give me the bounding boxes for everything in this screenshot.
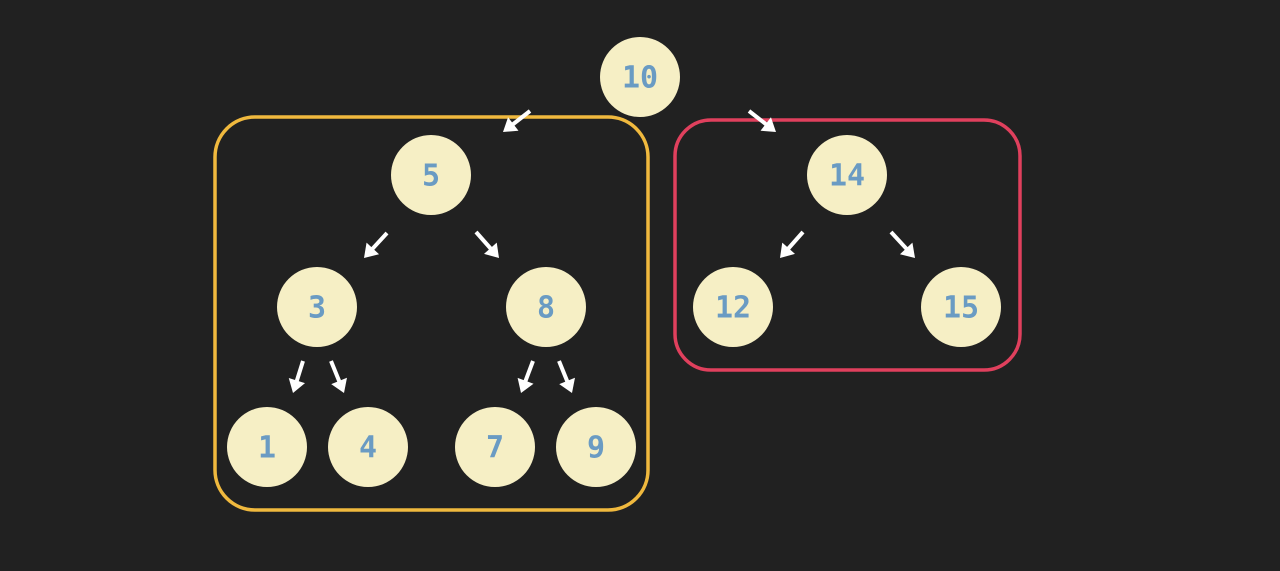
node-label: 12 <box>715 291 751 326</box>
node-label: 8 <box>537 291 555 326</box>
edge-n14-n15 <box>889 230 915 258</box>
node-circle <box>600 37 680 117</box>
right-subtree-box <box>673 118 1022 372</box>
arrowhead-icon <box>484 242 499 258</box>
node-label: 14 <box>829 159 865 194</box>
edge-shaft <box>370 231 389 251</box>
node-circle <box>693 267 773 347</box>
edge-shaft <box>523 360 535 383</box>
node-circle <box>807 135 887 215</box>
node-label: 9 <box>587 431 605 466</box>
edge-n5-n3 <box>364 231 389 258</box>
edge-n8-n9 <box>557 360 575 393</box>
edge-shaft <box>294 360 305 383</box>
edge-shaft <box>557 360 570 383</box>
edge-shaft <box>747 109 768 127</box>
edge-n5-n8 <box>474 230 499 258</box>
node-circle <box>556 407 636 487</box>
node-label: 3 <box>308 291 326 326</box>
node-circle <box>328 407 408 487</box>
node-circle <box>506 267 586 347</box>
tree-node-9: 9 <box>556 407 636 487</box>
subtree-boxes <box>213 115 1022 512</box>
tree-node-4: 4 <box>328 407 408 487</box>
edge-shaft <box>889 230 909 251</box>
node-label: 7 <box>486 431 504 466</box>
arrowhead-icon <box>559 377 575 393</box>
node-circle <box>455 407 535 487</box>
node-label: 1 <box>258 431 276 466</box>
tree-edges <box>288 109 915 393</box>
edge-n3-n4 <box>329 360 347 393</box>
arrowhead-icon <box>517 377 534 393</box>
tree-node-14: 14 <box>807 135 887 215</box>
arrowhead-icon <box>288 378 305 393</box>
edge-n14-n12 <box>780 230 805 258</box>
arrowhead-icon <box>331 377 347 393</box>
node-label: 4 <box>359 431 377 466</box>
edge-shaft <box>786 230 805 251</box>
edge-shaft <box>474 230 493 251</box>
tree-node-12: 12 <box>693 267 773 347</box>
node-circle <box>391 135 471 215</box>
edge-shaft <box>329 360 342 383</box>
edge-n3-n1 <box>288 360 305 393</box>
node-label: 10 <box>622 61 658 96</box>
arrowhead-icon <box>899 242 915 258</box>
node-circle <box>277 267 357 347</box>
arrowhead-icon <box>760 117 776 132</box>
arrowhead-icon <box>364 242 380 258</box>
tree-node-5: 5 <box>391 135 471 215</box>
tree-node-10: 10 <box>600 37 680 117</box>
tree-node-3: 3 <box>277 267 357 347</box>
tree-node-15: 15 <box>921 267 1001 347</box>
edge-shaft <box>511 109 532 127</box>
arrowhead-icon <box>503 117 519 132</box>
edge-n10-n14 <box>747 109 776 132</box>
node-label: 5 <box>422 159 440 194</box>
node-circle <box>227 407 307 487</box>
tree-node-8: 8 <box>506 267 586 347</box>
edge-n10-n5 <box>503 109 532 132</box>
edge-n8-n7 <box>517 360 535 393</box>
node-label: 15 <box>943 291 979 326</box>
arrowhead-icon <box>780 242 795 258</box>
tree-node-7: 7 <box>455 407 535 487</box>
node-circle <box>921 267 1001 347</box>
tree-node-1: 1 <box>227 407 307 487</box>
left-subtree-box <box>213 115 650 512</box>
